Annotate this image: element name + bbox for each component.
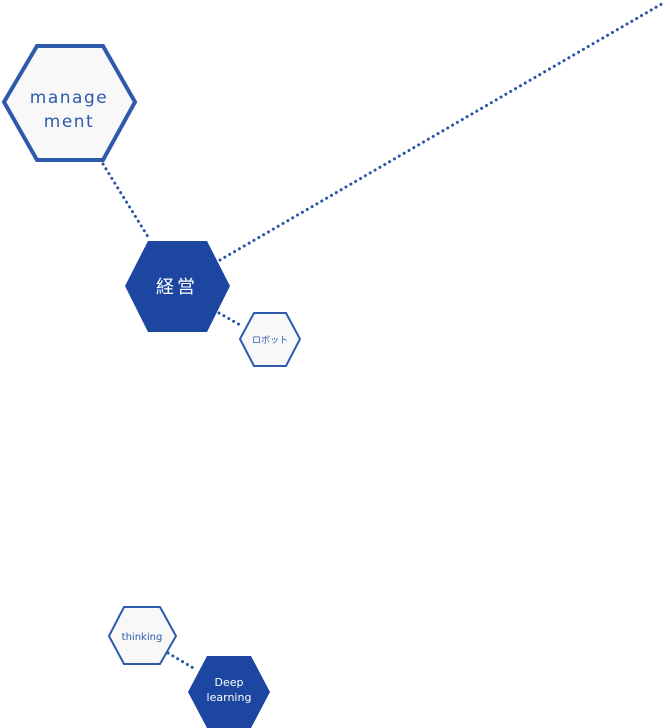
- node-label-line2: learning: [207, 691, 252, 704]
- node-label-line1: manage: [30, 88, 108, 108]
- hex-node-deep-learning[interactable]: Deep learning: [188, 656, 270, 728]
- hex-node-thinking[interactable]: thinking: [107, 606, 178, 665]
- node-label: 経営: [156, 277, 198, 298]
- connector-management-keiei: [101, 162, 152, 242]
- hex-node-keiei[interactable]: 経営: [125, 241, 230, 332]
- hexagon-shape: [238, 312, 302, 367]
- node-label: thinking: [122, 632, 163, 643]
- hex-node-robot[interactable]: ロボット: [238, 312, 302, 367]
- hexagon-shape: [125, 241, 230, 332]
- hexagon-shape: [1, 44, 138, 162]
- node-label-line1: Deep: [215, 676, 244, 689]
- connector-thinking-deep-learning: [166, 651, 197, 671]
- hex-node-management[interactable]: manage ment: [1, 44, 138, 162]
- connector-keiei-robot: [217, 311, 244, 328]
- node-label-line2: ment: [44, 112, 94, 132]
- hexagon-shape: [188, 656, 270, 728]
- connector-keiei-offscreen: [218, 0, 667, 262]
- node-label: ロボット: [252, 335, 288, 346]
- hexagon-shape: [107, 606, 178, 665]
